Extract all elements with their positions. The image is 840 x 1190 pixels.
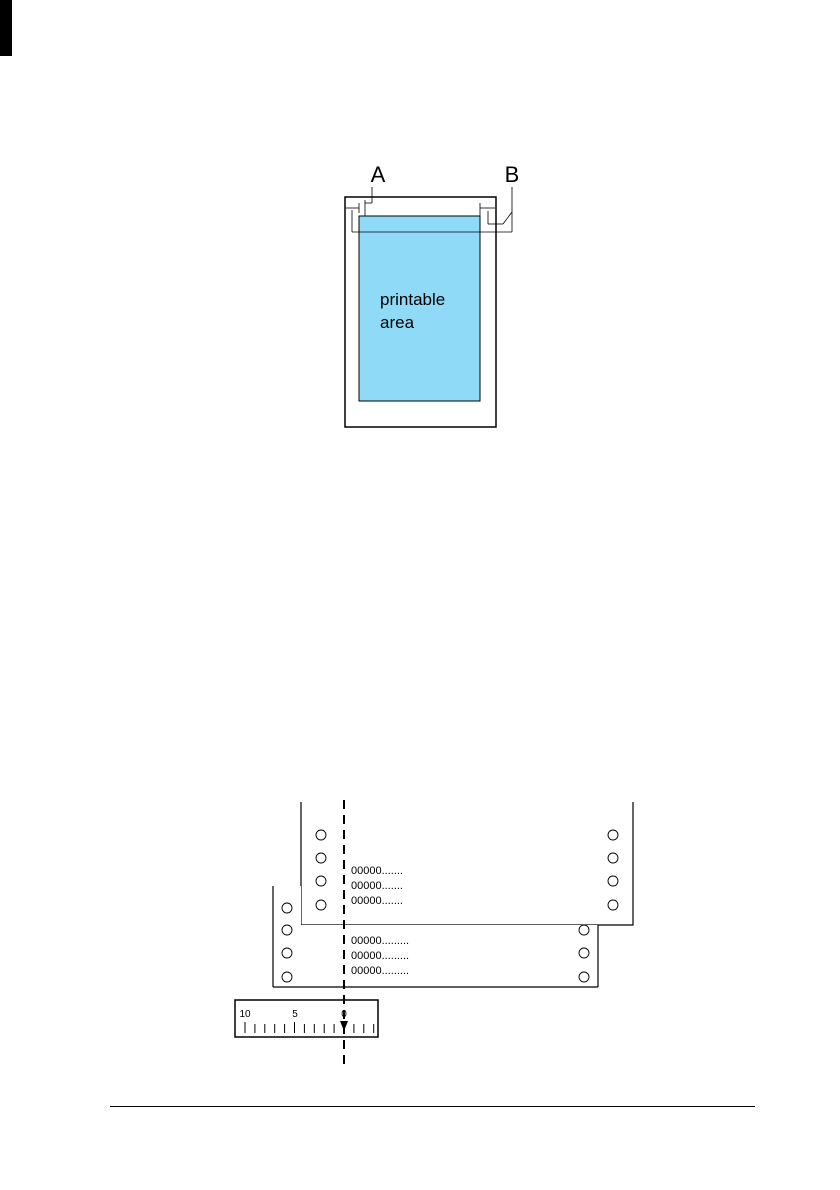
- lower-row-3: 00000.........: [351, 965, 409, 977]
- upper-row-2: 00000.......: [351, 880, 403, 892]
- scale-label-5: 5: [292, 1009, 298, 1020]
- continuous-paper-diagram: 00000....... 00000....... 00000....... 0…: [0, 790, 840, 1090]
- lower-row-2: 00000.........: [351, 950, 409, 962]
- alignment-scale: [235, 1000, 378, 1037]
- scale-label-10: 10: [239, 1009, 251, 1020]
- label-b: B: [505, 162, 520, 187]
- upper-row-1: 00000.......: [351, 865, 403, 877]
- printable-area-label-line2: area: [380, 313, 415, 332]
- upper-row-3: 00000.......: [351, 895, 403, 907]
- label-a: A: [371, 162, 386, 187]
- lower-row-1: 00000.........: [351, 935, 409, 947]
- printable-area-diagram: A B printable area: [0, 0, 840, 460]
- printable-area-label-line1: printable: [380, 290, 445, 309]
- footer-rule: [110, 1106, 755, 1107]
